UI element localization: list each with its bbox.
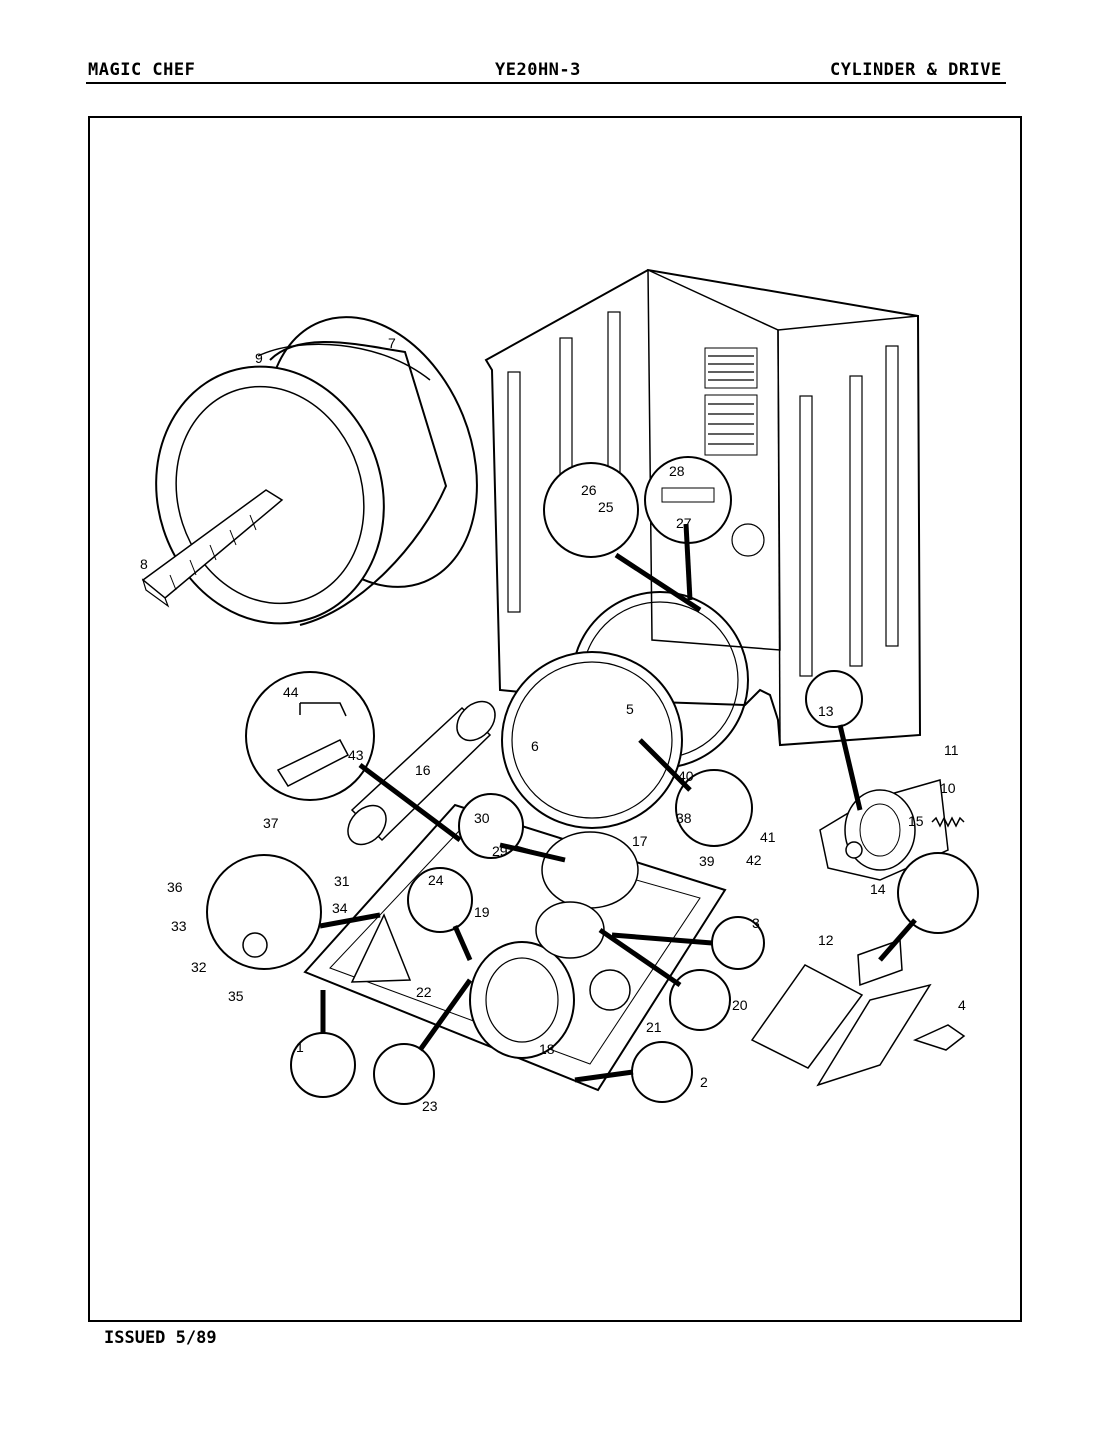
callout-30: 30 bbox=[474, 810, 490, 826]
callout-22: 22 bbox=[416, 984, 432, 1000]
callout-15: 15 bbox=[908, 813, 924, 829]
callout-9: 9 bbox=[255, 350, 263, 366]
callout-26: 26 bbox=[581, 482, 597, 498]
exhaust-duct bbox=[347, 700, 496, 846]
callout-43: 43 bbox=[348, 747, 364, 763]
callout-20: 20 bbox=[732, 997, 748, 1013]
model-number: YE20HN-3 bbox=[495, 60, 581, 80]
callout-41: 41 bbox=[760, 829, 776, 845]
callout-13: 13 bbox=[818, 703, 834, 719]
header-rule bbox=[86, 82, 1006, 84]
callout-11: 11 bbox=[944, 742, 959, 758]
callout-16: 16 bbox=[415, 762, 431, 778]
callout-31: 31 bbox=[334, 873, 350, 889]
drum-cylinder bbox=[141, 316, 478, 626]
callout-17: 17 bbox=[632, 833, 648, 849]
callout-36: 36 bbox=[167, 879, 183, 895]
callout-5: 5 bbox=[626, 701, 634, 717]
callout-2: 2 bbox=[700, 1074, 708, 1090]
callout-23: 23 bbox=[422, 1098, 438, 1114]
drive-motor bbox=[819, 779, 949, 881]
brand-name: MAGIC CHEF bbox=[88, 60, 196, 80]
issued-date: ISSUED 5/89 bbox=[104, 1328, 217, 1348]
callout-8: 8 bbox=[140, 556, 148, 572]
callout-29: 29 bbox=[492, 843, 508, 859]
callout-19: 19 bbox=[474, 904, 490, 920]
callout-24: 24 bbox=[428, 872, 444, 888]
callout-21: 21 bbox=[646, 1019, 662, 1035]
callout-6: 6 bbox=[531, 738, 539, 754]
callout-37: 37 bbox=[263, 815, 279, 831]
callout-27: 27 bbox=[676, 515, 692, 531]
diagram-frame bbox=[88, 116, 1022, 1322]
base-frame bbox=[303, 803, 727, 1092]
callout-32: 32 bbox=[191, 959, 207, 975]
spring bbox=[931, 816, 965, 828]
callout-44: 44 bbox=[283, 684, 299, 700]
callout-35: 35 bbox=[228, 988, 244, 1004]
callout-10: 10 bbox=[940, 780, 956, 796]
callout-33: 33 bbox=[171, 918, 187, 934]
callout-34: 34 bbox=[332, 900, 348, 916]
callout-25: 25 bbox=[598, 499, 614, 515]
callout-labels: 1 2 3 4 5 6 7 8 9 10 11 12 13 14 15 16 1… bbox=[140, 335, 966, 1114]
callout-42: 42 bbox=[746, 852, 762, 868]
connector-lines bbox=[319, 523, 917, 1083]
callout-40: 40 bbox=[678, 768, 694, 784]
callout-1: 1 bbox=[296, 1039, 304, 1055]
callout-14: 14 bbox=[870, 881, 886, 897]
section-title: CYLINDER & DRIVE bbox=[830, 60, 1002, 80]
callout-7: 7 bbox=[388, 335, 396, 351]
callout-3: 3 bbox=[752, 915, 760, 931]
bulkhead-rings bbox=[501, 591, 749, 829]
callout-12: 12 bbox=[818, 932, 834, 948]
callout-38: 38 bbox=[676, 810, 692, 826]
detail-circles bbox=[206, 456, 979, 1105]
callout-4: 4 bbox=[958, 997, 966, 1013]
idler-bracket bbox=[750, 938, 932, 1087]
clip-part bbox=[912, 1024, 966, 1051]
callout-39: 39 bbox=[699, 853, 715, 869]
callout-18: 18 bbox=[539, 1041, 555, 1057]
callout-28: 28 bbox=[669, 463, 685, 479]
